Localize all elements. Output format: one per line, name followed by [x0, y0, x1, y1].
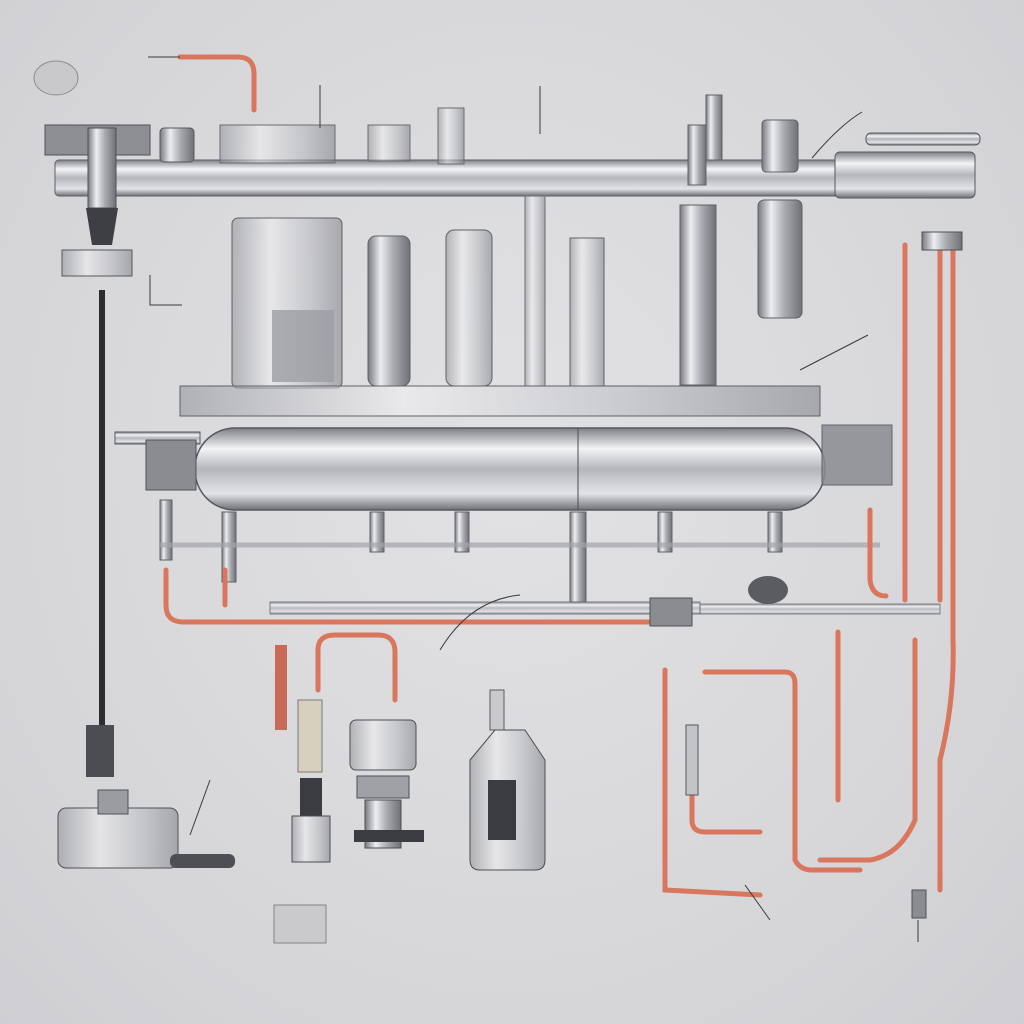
- filter-unit: [349, 719, 424, 849]
- top-riser: [705, 94, 723, 161]
- gauge-cap: [748, 576, 788, 604]
- tank-4: [569, 237, 605, 387]
- copper-pipes: [163, 54, 956, 898]
- column-1: [679, 204, 717, 386]
- pump-assembly: [57, 789, 235, 869]
- tank-2: [367, 235, 411, 387]
- lower-valve-block: [649, 597, 693, 627]
- cable-end: [86, 725, 114, 777]
- canister: [469, 689, 546, 871]
- mid-rail: [179, 385, 821, 417]
- leader-lines: [148, 56, 919, 942]
- cartridge-filter: [273, 699, 331, 944]
- bottom-right-valve: [911, 889, 927, 919]
- riser-pipe: [524, 195, 546, 387]
- lower-steel-line: [269, 601, 701, 615]
- copper-cartridge: [275, 645, 287, 730]
- sight-glass: [685, 724, 699, 796]
- top-manifold-pipe: [44, 107, 981, 199]
- top-left-valve: [33, 60, 133, 277]
- main-cylinder: [114, 424, 893, 511]
- drop-pipes: [159, 499, 783, 603]
- tank-large: [231, 217, 343, 389]
- column-2: [757, 119, 803, 319]
- right-manifold-fitting: [921, 231, 963, 251]
- tank-3: [445, 229, 493, 387]
